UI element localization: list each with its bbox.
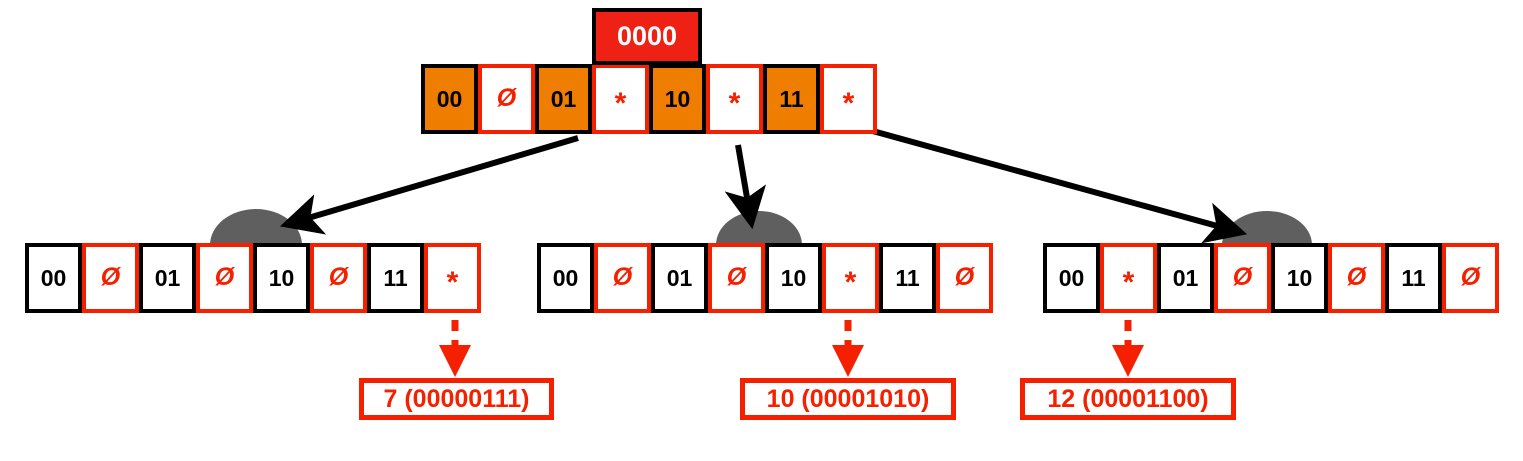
right-child-cell-value-0[interactable]: *	[1100, 243, 1157, 313]
middle-child-cell-key-2[interactable]: 10	[765, 243, 822, 313]
left-child-key-label-2: 10	[268, 264, 295, 291]
right-child-cell-key-3[interactable]: 11	[1385, 243, 1442, 313]
right-child-cell-key-2[interactable]: 10	[1271, 243, 1328, 313]
right-child-key-label-2: 10	[1286, 264, 1313, 291]
right-child-cell-value-3[interactable]: Ø	[1442, 243, 1499, 313]
middle-child-key-label-0: 00	[552, 264, 579, 291]
root-cell-key-3[interactable]: 11	[763, 64, 820, 134]
left-child-cell-value-3[interactable]: *	[424, 243, 481, 313]
root-cell-value-2[interactable]: *	[706, 64, 763, 134]
middle-child-cell-key-1[interactable]: 01	[651, 243, 708, 313]
root-cell-value-1[interactable]: *	[592, 64, 649, 134]
root-prefix-label: 0000	[592, 8, 702, 65]
root-cell-key-0[interactable]: 00	[421, 64, 478, 134]
middle-child-cell-key-3[interactable]: 11	[879, 243, 936, 313]
root-prefix-text: 0000	[616, 21, 678, 51]
right-child-key-label-3: 11	[1401, 264, 1426, 291]
right-child-node: 00 * 01 Ø 10 Ø 11 Ø	[1043, 243, 1499, 313]
left-child-cell-key-3[interactable]: 11	[367, 243, 424, 313]
right-child-hill-decoration	[1222, 211, 1312, 245]
middle-child-cell-value-3[interactable]: Ø	[936, 243, 993, 313]
root-key-label-2: 10	[664, 85, 691, 112]
root-cell-value-0[interactable]: Ø	[478, 64, 535, 134]
root-cell-key-2[interactable]: 10	[649, 64, 706, 134]
root-node: 00 Ø 01 * 10 * 11 *	[421, 64, 877, 134]
middle-child-cell-value-1[interactable]: Ø	[708, 243, 765, 313]
middle-child-node: 00 Ø 01 Ø 10 * 11 Ø	[537, 243, 993, 313]
middle-child-cell-value-0[interactable]: Ø	[594, 243, 651, 313]
left-child-cell-key-1[interactable]: 01	[139, 243, 196, 313]
left-child-node: 00 Ø 01 Ø 10 Ø 11 *	[25, 243, 481, 313]
root-cell-value-3[interactable]: *	[820, 64, 877, 134]
left-child-cell-key-2[interactable]: 10	[253, 243, 310, 313]
root-cell-key-1[interactable]: 01	[535, 64, 592, 134]
null-icon: Ø	[1232, 262, 1253, 291]
null-icon: Ø	[328, 262, 349, 291]
left-leaf-value-box[interactable]: 7 (00000111)	[359, 378, 554, 420]
null-icon: Ø	[1346, 262, 1367, 291]
edge-root-to-middle-child	[724, 144, 767, 230]
left-child-cell-value-2[interactable]: Ø	[310, 243, 367, 313]
right-child-key-label-0: 00	[1058, 264, 1085, 291]
middle-child-cell-key-0[interactable]: 00	[537, 243, 594, 313]
root-key-label-0: 00	[436, 85, 463, 112]
left-child-key-label-3: 11	[383, 264, 408, 291]
middle-child-key-label-1: 01	[666, 264, 693, 291]
null-icon: Ø	[1460, 262, 1481, 291]
middle-leaf-value-text: 10 (00001010)	[766, 384, 930, 413]
null-icon: Ø	[954, 262, 975, 291]
null-icon: Ø	[496, 83, 517, 112]
right-child-cell-value-1[interactable]: Ø	[1214, 243, 1271, 313]
left-child-key-label-1: 01	[154, 264, 181, 291]
root-key-label-3: 11	[779, 85, 804, 112]
right-child-cell-key-1[interactable]: 01	[1157, 243, 1214, 313]
middle-child-cell-value-2[interactable]: *	[822, 243, 879, 313]
right-child-key-label-1: 01	[1172, 264, 1199, 291]
null-icon: Ø	[214, 262, 235, 291]
right-leaf-value-text: 12 (00001100)	[1047, 384, 1209, 413]
null-icon: Ø	[612, 262, 633, 291]
edge-root-to-left-child	[279, 135, 579, 235]
left-child-cell-value-1[interactable]: Ø	[196, 243, 253, 313]
right-child-cell-value-2[interactable]: Ø	[1328, 243, 1385, 313]
middle-child-key-label-2: 10	[780, 264, 807, 291]
left-leaf-value-text: 7 (00000111)	[383, 384, 530, 413]
middle-child-key-label-3: 11	[895, 264, 920, 291]
left-child-cell-key-0[interactable]: 00	[25, 243, 82, 313]
right-child-cell-key-0[interactable]: 00	[1043, 243, 1100, 313]
left-child-hill-decoration	[210, 209, 302, 245]
left-child-cell-value-0[interactable]: Ø	[82, 243, 139, 313]
root-key-label-1: 01	[550, 85, 577, 112]
middle-child-hill-decoration	[716, 211, 802, 245]
left-child-key-label-0: 00	[40, 264, 67, 291]
middle-leaf-value-box[interactable]: 10 (00001010)	[740, 378, 956, 420]
edge-root-to-right-child	[868, 127, 1248, 244]
null-icon: Ø	[726, 262, 747, 291]
null-icon: Ø	[100, 262, 121, 291]
right-leaf-value-box[interactable]: 12 (00001100)	[1020, 378, 1236, 420]
